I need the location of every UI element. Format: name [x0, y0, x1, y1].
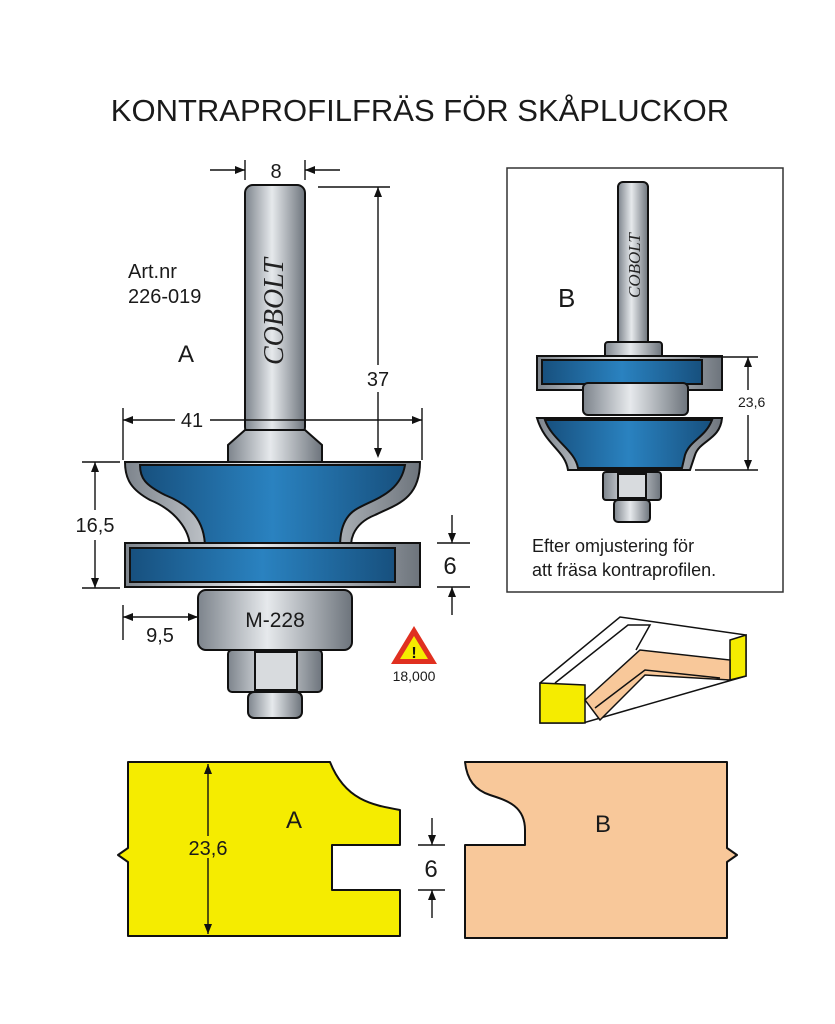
svg-text:!: !: [411, 645, 416, 662]
svg-text:6: 6: [424, 856, 437, 883]
art-label: Art.nr: [128, 261, 177, 283]
dimension-shank: 8: [210, 160, 340, 183]
svg-text:41: 41: [181, 410, 203, 432]
profile-b: B: [464, 761, 738, 939]
dimension-cut-height: 16,5: [76, 461, 120, 589]
warning-icon: ! 18,000: [391, 626, 437, 684]
dimension-height: 37: [318, 186, 390, 458]
profile-a: 23,6 A: [117, 761, 401, 937]
svg-text:37: 37: [367, 369, 389, 391]
dimension-b: 23,6: [695, 356, 765, 471]
nut-face: [254, 651, 298, 691]
groove-dimension: 6: [418, 818, 445, 918]
lower-blade: [129, 547, 396, 583]
bearing-label: M-228: [245, 609, 305, 632]
svg-text:6: 6: [443, 553, 456, 580]
frame-corner-illustration: [539, 616, 747, 724]
caption-line-2: att fräsa kontraprofilen.: [532, 560, 716, 580]
brand-label: COBOLT: [625, 232, 644, 298]
brand-label: COBOLT: [259, 256, 290, 365]
page-title: KONTRAPROFILFRÄS FÖR SKÅPLUCKOR: [111, 93, 729, 128]
bit-a-label: A: [178, 341, 194, 368]
svg-text:23,6: 23,6: [738, 394, 765, 410]
svg-text:16,5: 16,5: [76, 515, 115, 537]
thread: [613, 499, 651, 523]
router-bit-a: COBOLT M-228: [123, 184, 422, 719]
thickness-label: 23,6: [189, 838, 228, 860]
rpm-label: 18,000: [393, 668, 436, 684]
bit-b-panel: B COBOLT 23,6 Efter omjustering för att …: [506, 167, 784, 593]
svg-text:8: 8: [270, 161, 281, 183]
bit-b-label: B: [558, 283, 575, 313]
profile-b-label: B: [595, 811, 611, 838]
art-number: 226-019: [128, 286, 201, 308]
svg-text:9,5: 9,5: [146, 625, 174, 647]
dimension-groove: 6: [437, 515, 470, 615]
caption-line-1: Efter omjustering för: [532, 536, 694, 556]
dimension-diameter: 41: [122, 408, 423, 460]
thread: [247, 691, 303, 719]
collar: [227, 429, 323, 466]
bearing: [582, 382, 689, 416]
dimension-depth: 9,5: [122, 605, 198, 647]
profile-a-label: A: [286, 807, 302, 834]
